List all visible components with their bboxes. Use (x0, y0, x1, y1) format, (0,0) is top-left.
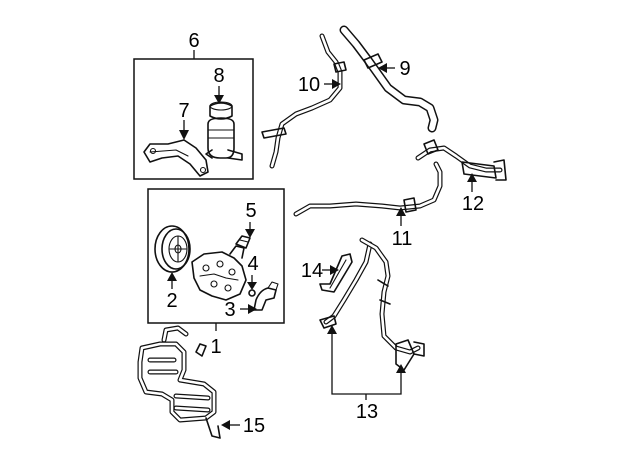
callout-6: 6 (188, 30, 199, 52)
arrow-3 (248, 304, 257, 314)
arrow-7 (179, 130, 189, 140)
callout-1: 1 (210, 336, 221, 358)
callout-7: 7 (178, 100, 189, 122)
suction-connector (253, 281, 279, 311)
callout-14: 14 (301, 260, 323, 282)
cooler-hose (415, 139, 507, 181)
callout-11: 11 (392, 228, 413, 250)
arrow-14 (330, 265, 339, 275)
reservoir-hose (339, 25, 439, 133)
arrow-11 (396, 207, 406, 216)
oil-cooler (137, 325, 221, 439)
pressure-hose-assembly (319, 237, 425, 371)
reservoir (205, 117, 243, 161)
arrow-4 (247, 282, 257, 290)
callout-9: 9 (399, 58, 410, 80)
callout-12: 12 (462, 193, 484, 215)
arrow-10 (332, 79, 341, 89)
callout-4: 4 (247, 253, 258, 275)
arrow-12 (467, 173, 477, 182)
arrow-15 (221, 420, 230, 430)
arrow-5 (245, 229, 255, 238)
o-ring (248, 289, 256, 297)
callout-13: 13 (356, 401, 378, 423)
pump-body (191, 245, 247, 301)
pump-pulley (154, 225, 191, 273)
callout-15: 15 (243, 415, 265, 437)
callout-3: 3 (224, 299, 235, 321)
reservoir-bracket (143, 139, 209, 177)
pump-group (147, 188, 285, 331)
pressure-line (293, 161, 443, 217)
callout-10: 10 (298, 74, 320, 96)
arrow-8 (214, 95, 224, 104)
reservoir-cap (209, 101, 233, 120)
callout-2: 2 (166, 290, 177, 312)
callout-5: 5 (245, 200, 256, 222)
return-line (261, 33, 347, 169)
arrow-9 (378, 63, 387, 73)
hose-bracket (319, 253, 353, 293)
reservoir-group (133, 50, 254, 180)
arrow-2 (167, 272, 177, 281)
arrow-13-right (396, 364, 406, 373)
arrow-13-left (327, 325, 337, 334)
callout-8: 8 (213, 65, 224, 87)
